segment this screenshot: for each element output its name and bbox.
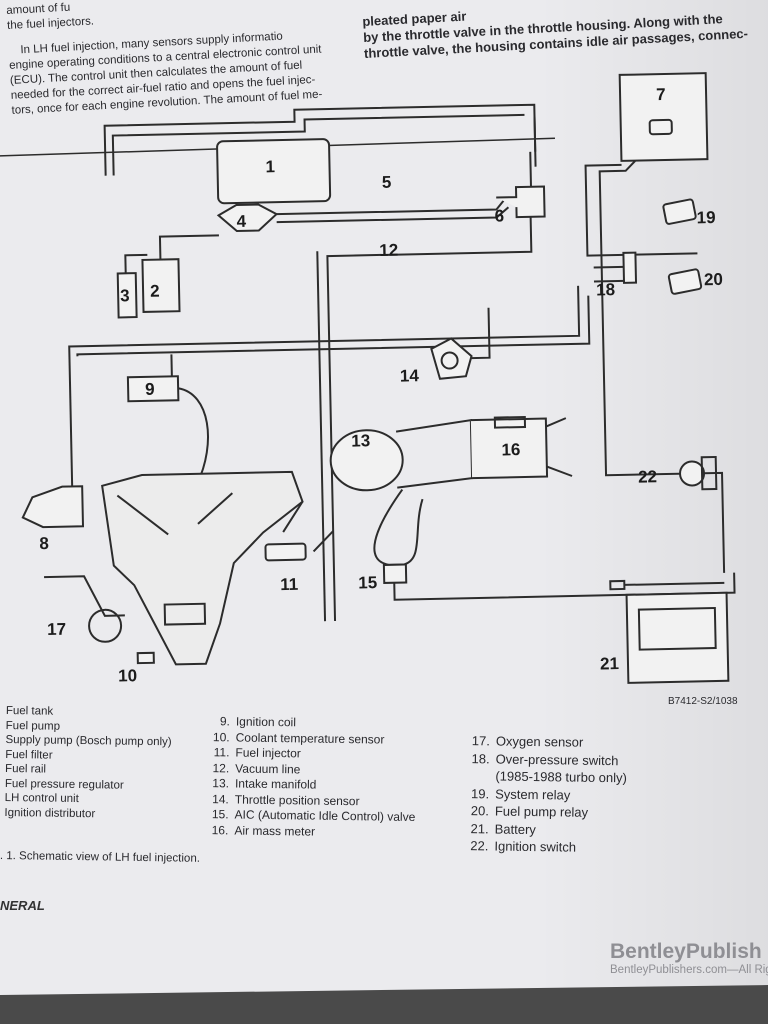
coolant-sensor	[136, 651, 155, 665]
callout-1: 1	[265, 157, 275, 176]
publisher-url: BentleyPublishers.com—All Rig	[610, 964, 768, 976]
legend-item: 16. Air mass meter	[198, 822, 415, 841]
legend-label: (1985-1988 turbo only)	[495, 768, 628, 786]
system-relay	[662, 198, 697, 225]
section-heading: NERAL	[0, 898, 45, 913]
callout-18: 18	[596, 280, 615, 299]
legend-item: (1985-1988 turbo only)	[459, 767, 627, 787]
legend-label: Coolant temperature sensor	[235, 730, 385, 747]
engine-block	[101, 470, 304, 666]
legend-column-3: 17. Oxygen sensor 18. Over-pressure switch…	[458, 732, 627, 857]
legend-label: Ignition distributor	[4, 806, 96, 820]
callout-7: 7	[656, 85, 666, 104]
callout-9: 9	[145, 380, 155, 399]
legend-number: 12.	[212, 760, 230, 775]
legend-label: Throttle position sensor	[234, 791, 360, 808]
ignition-switch	[679, 460, 706, 487]
legend-number: 16.	[211, 822, 229, 837]
lh-control-unit	[618, 72, 709, 162]
legend-number: 14.	[212, 791, 229, 806]
legend-label: AIC (Automatic Idle Control) valve	[234, 807, 416, 825]
callout-6: 6	[494, 206, 504, 225]
legend-label: Battery	[494, 820, 536, 837]
callout-16: 16	[501, 440, 520, 459]
legend-number: 19.	[470, 785, 490, 801]
legend-item: 19. System relay	[459, 784, 627, 804]
legend-label: Intake manifold	[234, 776, 317, 792]
legend-item: Ignition distributor	[4, 805, 170, 822]
legend-label: Supply pump (Bosch pump only)	[5, 733, 172, 749]
callout-2: 2	[150, 282, 160, 301]
legend-label: Over-pressure switch	[495, 751, 619, 768]
callout-3: 3	[120, 286, 130, 305]
callout-5: 5	[382, 173, 392, 192]
fuel-injector	[264, 542, 307, 562]
legend-number: 17.	[471, 733, 490, 749]
callout-13: 13	[351, 431, 370, 450]
fuel-tank	[216, 138, 332, 205]
legend-number: 13.	[212, 776, 230, 791]
legend-label: Air mass meter	[234, 822, 316, 839]
callout-4: 4	[236, 212, 246, 231]
legend-item: Fuel rail	[5, 762, 171, 779]
legend-label: Fuel pressure regulator	[4, 777, 124, 792]
return-line	[103, 103, 537, 176]
legend-number: 10.	[212, 729, 230, 744]
legend-number: 9.	[219, 714, 230, 729]
ignition-distributor	[21, 485, 85, 529]
legend-label: Oxygen sensor	[495, 733, 584, 750]
legend-item: Supply pump (Bosch pump only)	[5, 733, 171, 750]
legend-label: Fuel tank	[5, 704, 54, 718]
callout-8: 8	[39, 534, 49, 553]
throttle-position-sensor	[430, 337, 473, 380]
pressure-regulator	[496, 185, 546, 219]
legend-number: 22.	[470, 838, 489, 854]
publisher-name: BentleyPublish	[610, 940, 762, 963]
legend-label: LH control unit	[4, 791, 79, 806]
callout-15: 15	[358, 573, 377, 592]
battery	[625, 591, 730, 684]
legend-label: System relay	[495, 785, 571, 803]
fuel-pump-relay	[667, 268, 703, 295]
callout-10: 10	[118, 666, 137, 685]
legend-label: Fuel pump	[5, 719, 61, 733]
callout-22: 22	[638, 467, 657, 486]
legend-item: 22. Ignition switch	[458, 837, 626, 857]
callout-19: 19	[696, 208, 715, 227]
throttle-housing	[329, 429, 404, 492]
legend-label: Vacuum line	[235, 760, 301, 776]
callout-20: 20	[704, 270, 723, 289]
lh-fuel-injection-schematic: 1 2 3 4 5 6 7 8 9 10 11 12 13 14 15 16 1…	[0, 72, 738, 707]
legend-column-2: 9. Ignition coil 10. Coolant temperature s…	[198, 714, 416, 841]
callout-11: 11	[280, 575, 298, 594]
legend-label: Fuel pump relay	[494, 803, 589, 820]
callout-14: 14	[400, 366, 420, 385]
legend-label: Fuel rail	[5, 762, 47, 776]
legend-number: 20.	[470, 803, 490, 819]
callout-21: 21	[600, 654, 619, 673]
fuel-filter	[216, 203, 279, 232]
callout-12: 12	[379, 241, 398, 260]
legend-number: 11.	[213, 745, 230, 760]
fuel-pump	[141, 258, 181, 313]
aic-valve	[382, 563, 408, 584]
callout-17: 17	[47, 620, 66, 639]
over-pressure-switch	[622, 251, 638, 284]
legend-label: Ignition switch	[494, 838, 577, 855]
legend-number: 15.	[211, 807, 229, 822]
legend-number: 18.	[471, 750, 490, 766]
figure-code: B7412-S2/1038	[668, 696, 738, 707]
legend-column-1: Fuel tank Fuel pump Supply pump (Bosch p…	[4, 704, 172, 822]
legend-label: Ignition coil	[235, 714, 297, 730]
legend-number: 21.	[470, 820, 489, 836]
legend-item: LH control unit	[5, 791, 171, 808]
legend-label: Fuel injector	[235, 745, 301, 761]
legend-item: Fuel tank	[6, 704, 172, 721]
legend-label: Fuel filter	[5, 748, 53, 762]
air-mass-meter	[470, 417, 549, 480]
